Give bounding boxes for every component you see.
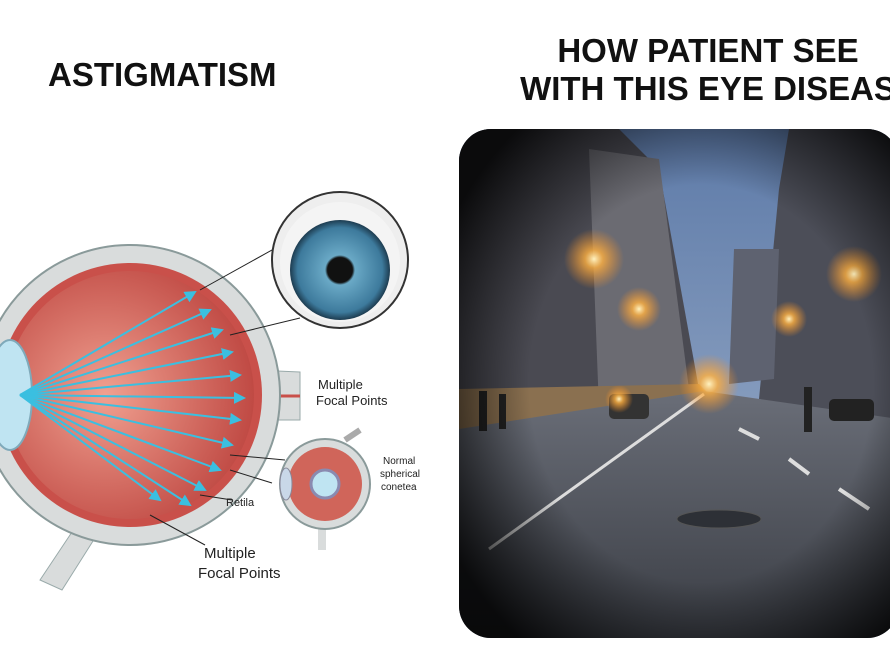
normal-label-1: Normal (383, 456, 416, 467)
focal-label-bottom-2: Focal Points (198, 565, 281, 582)
iris-closeup (290, 220, 390, 320)
light-rays (19, 290, 246, 507)
retina-label: Retila (226, 497, 255, 509)
focal-label-top-2: Focal Points (316, 393, 388, 408)
right-title-line1: HOW PATIENT SEE (557, 32, 859, 69)
right-title: HOW PATIENT SEE WITH THIS EYE DISEAS (498, 32, 890, 108)
normal-label-2: spherical (380, 469, 421, 480)
astigmatism-eye-diagram (0, 191, 409, 591)
normal-label-3: conetea (381, 482, 417, 493)
focal-label-bottom-1: Multiple (204, 545, 256, 562)
blurred-street-photo (459, 129, 890, 638)
left-title: ASTIGMATISM (48, 56, 277, 93)
right-title-line2: WITH THIS EYE DISEAS (520, 70, 890, 107)
focal-label-top-1: Multiple (318, 377, 363, 392)
